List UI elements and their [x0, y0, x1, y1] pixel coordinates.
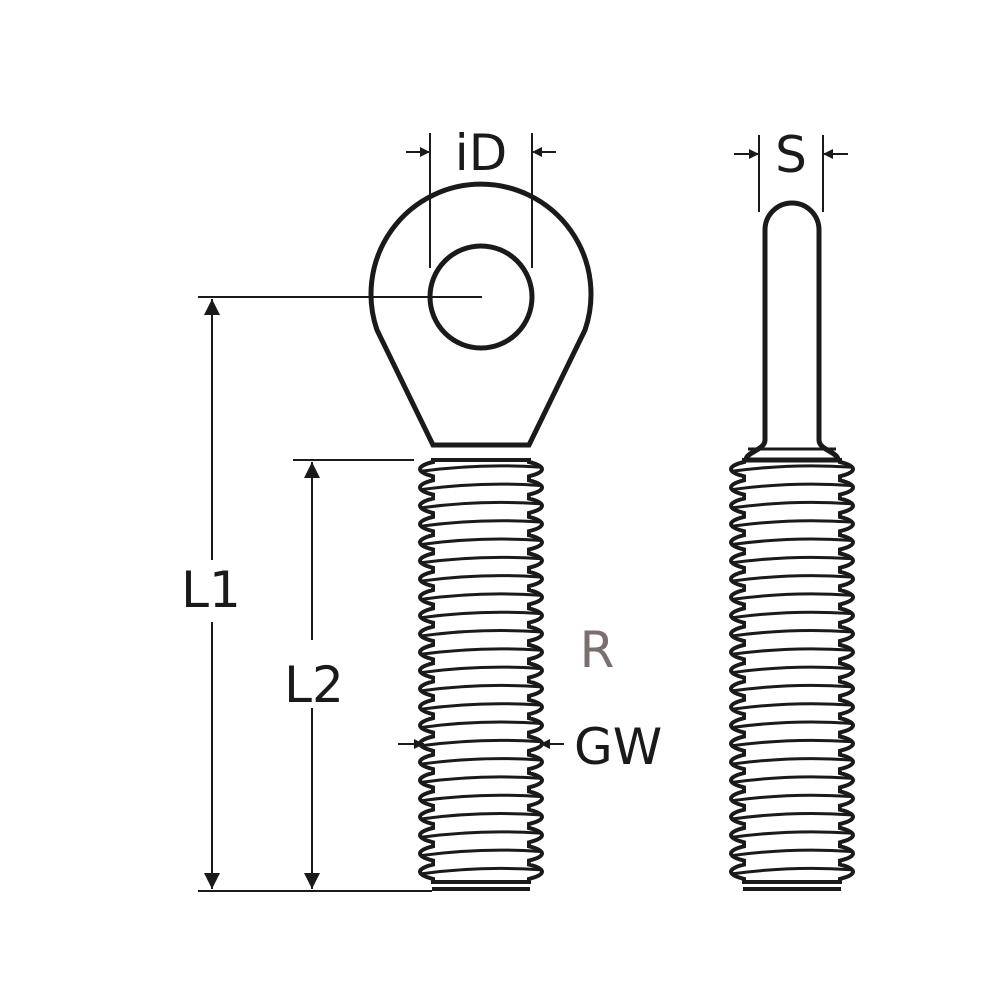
thread-crest-line — [421, 610, 541, 620]
side-head-outline — [743, 200, 841, 463]
thread-crest-line — [732, 537, 852, 546]
gw-label: GW — [574, 718, 662, 776]
eye-head-outline — [368, 181, 594, 448]
l1-label: L1 — [181, 561, 241, 619]
thread-shaft-side — [728, 458, 856, 884]
l2-label: L2 — [284, 656, 344, 714]
dimension-l1: L1 — [181, 296, 482, 892]
thread-crest-line — [732, 793, 852, 803]
dimension-l2: L2 — [284, 459, 414, 889]
thread-crest-line — [421, 574, 541, 583]
thread-shaft-front — [417, 458, 545, 884]
thread-crest-line — [421, 866, 541, 876]
thread-crest-line — [421, 757, 541, 766]
thread-crest-line — [732, 702, 852, 711]
thread-crest-line — [421, 793, 541, 803]
thread-crest-line — [732, 574, 852, 583]
thread-crest-line — [732, 683, 852, 693]
thread-direction-label: R — [580, 621, 615, 679]
thread-crest-line — [421, 812, 541, 821]
dimension-gw: GW — [398, 718, 662, 776]
thread-crest-line — [732, 757, 852, 766]
thread-crest-line — [732, 866, 852, 876]
thread-crest-line — [421, 830, 541, 839]
s-label: S — [775, 126, 807, 184]
thread-crest-line — [732, 848, 852, 857]
thread-crest-line — [421, 683, 541, 693]
dimension-id: iD — [406, 124, 556, 268]
thread-crest-line — [421, 464, 541, 473]
thread-crests-side — [732, 464, 852, 876]
thread-crest-line — [732, 830, 852, 839]
thread-crest-line — [732, 812, 852, 821]
thread-crest-line — [421, 500, 541, 510]
thread-crests-front — [421, 464, 541, 876]
thread-crest-line — [732, 592, 852, 601]
thread-crest-line — [732, 482, 852, 491]
thread-crest-line — [732, 555, 852, 565]
thread-crest-line — [732, 775, 852, 784]
thread-crest-line — [732, 500, 852, 510]
side-view — [728, 200, 856, 891]
front-view — [368, 181, 594, 891]
thread-crest-line — [421, 720, 541, 729]
thread-crest-line — [732, 665, 852, 674]
thread-crest-line — [421, 629, 541, 638]
thread-crest-line — [732, 629, 852, 638]
dimension-s: S — [734, 126, 848, 212]
thread-crest-line — [421, 775, 541, 784]
thread-crest-line — [421, 848, 541, 857]
thread-crest-line — [421, 555, 541, 565]
thread-crest-line — [421, 702, 541, 711]
thread-crest-line — [732, 720, 852, 729]
thread-crest-line — [421, 592, 541, 601]
thread-crest-line — [732, 647, 852, 656]
thread-crest-line — [421, 665, 541, 674]
thread-crest-line — [732, 464, 852, 473]
thread-crest-line — [732, 610, 852, 620]
id-label: iD — [455, 124, 507, 182]
thread-crest-line — [421, 519, 541, 528]
thread-crest-line — [732, 738, 852, 748]
thread-crest-line — [421, 537, 541, 546]
thread-crest-line — [421, 647, 541, 656]
thread-crest-line — [732, 519, 852, 528]
thread-crest-line — [421, 482, 541, 491]
thread-crest-line — [421, 738, 541, 748]
